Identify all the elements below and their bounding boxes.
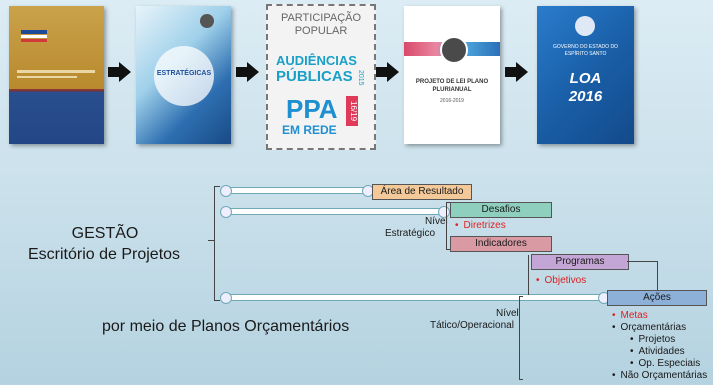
diretrizes-item: Diretrizes bbox=[455, 220, 506, 231]
gestao-label: GESTÃO bbox=[71, 225, 139, 242]
timeline-bar bbox=[222, 208, 450, 215]
timeline-dot bbox=[220, 185, 232, 197]
timeline-bar bbox=[222, 187, 374, 194]
participacao-popular-box: PARTICIPAÇÃO POPULAR AUDIÊNCIAS PÚBLICAS… bbox=[266, 4, 376, 150]
planejamento-title: ESTRATÉGICAS bbox=[156, 70, 212, 77]
timeline-dot bbox=[220, 206, 232, 218]
nivel-estrategico-label-1: Nível bbox=[425, 216, 448, 227]
nivel-estrategico-label-2: Estratégico bbox=[385, 228, 436, 239]
loa-title: LOA bbox=[569, 70, 602, 87]
timeline-bar bbox=[222, 294, 610, 301]
doc-loa-cover: GOVERNO DO ESTADO DO ESPÍRITO SANTO LOA … bbox=[537, 6, 634, 144]
metas-item: Metas bbox=[612, 310, 648, 321]
flag-logo-icon bbox=[21, 30, 47, 42]
nao-orcamentarias-item: Não Orçamentárias bbox=[612, 370, 708, 381]
objetivos-item: Objetivos bbox=[536, 275, 587, 286]
nivel-tatico-label-2: Tático/Operacional bbox=[430, 320, 514, 331]
planos-label: por meio de Planos Orçamentários bbox=[102, 318, 350, 335]
acoes-box: Ações bbox=[607, 290, 707, 306]
op-especiais-item: Op. Especiais bbox=[630, 358, 701, 369]
audiencias-badge: AUDIÊNCIAS PÚBLICAS 2015 bbox=[276, 53, 364, 86]
ppa-em-rede-badge: PPA 16/19 EM REDE bbox=[282, 94, 358, 137]
doc-planejamento-cover bbox=[9, 6, 104, 144]
projetos-item: Projetos bbox=[630, 334, 676, 345]
timeline-dot bbox=[220, 292, 232, 304]
coat-of-arms-icon bbox=[200, 14, 214, 28]
doc-ppa-projeto-cover: PROJETO DE LEI PLANO PLURIANUAL 2016-201… bbox=[404, 6, 500, 144]
orcamentarias-item: Orçamentárias bbox=[612, 322, 687, 333]
ppa-doc-title: PROJETO DE LEI PLANO PLURIANUAL bbox=[415, 79, 489, 93]
coat-of-arms-icon bbox=[575, 16, 595, 36]
timeline-dot bbox=[438, 206, 450, 218]
escritorio-label: Escritório de Projetos bbox=[27, 246, 181, 263]
atividades-item: Atividades bbox=[630, 346, 685, 357]
nivel-tatico-label-1: Nível bbox=[496, 308, 519, 319]
area-resultado-box: Área de Resultado bbox=[372, 184, 472, 200]
participacao-title: PARTICIPAÇÃO POPULAR bbox=[280, 12, 362, 37]
programas-box: Programas bbox=[531, 254, 629, 270]
doc-estrategicas-cover: ESTRATÉGICAS bbox=[136, 6, 231, 144]
loa-year: 2016 bbox=[568, 88, 603, 105]
indicadores-box: Indicadores bbox=[450, 236, 552, 252]
coat-of-arms-icon bbox=[440, 36, 468, 64]
desafios-box: Desafios bbox=[450, 202, 552, 218]
